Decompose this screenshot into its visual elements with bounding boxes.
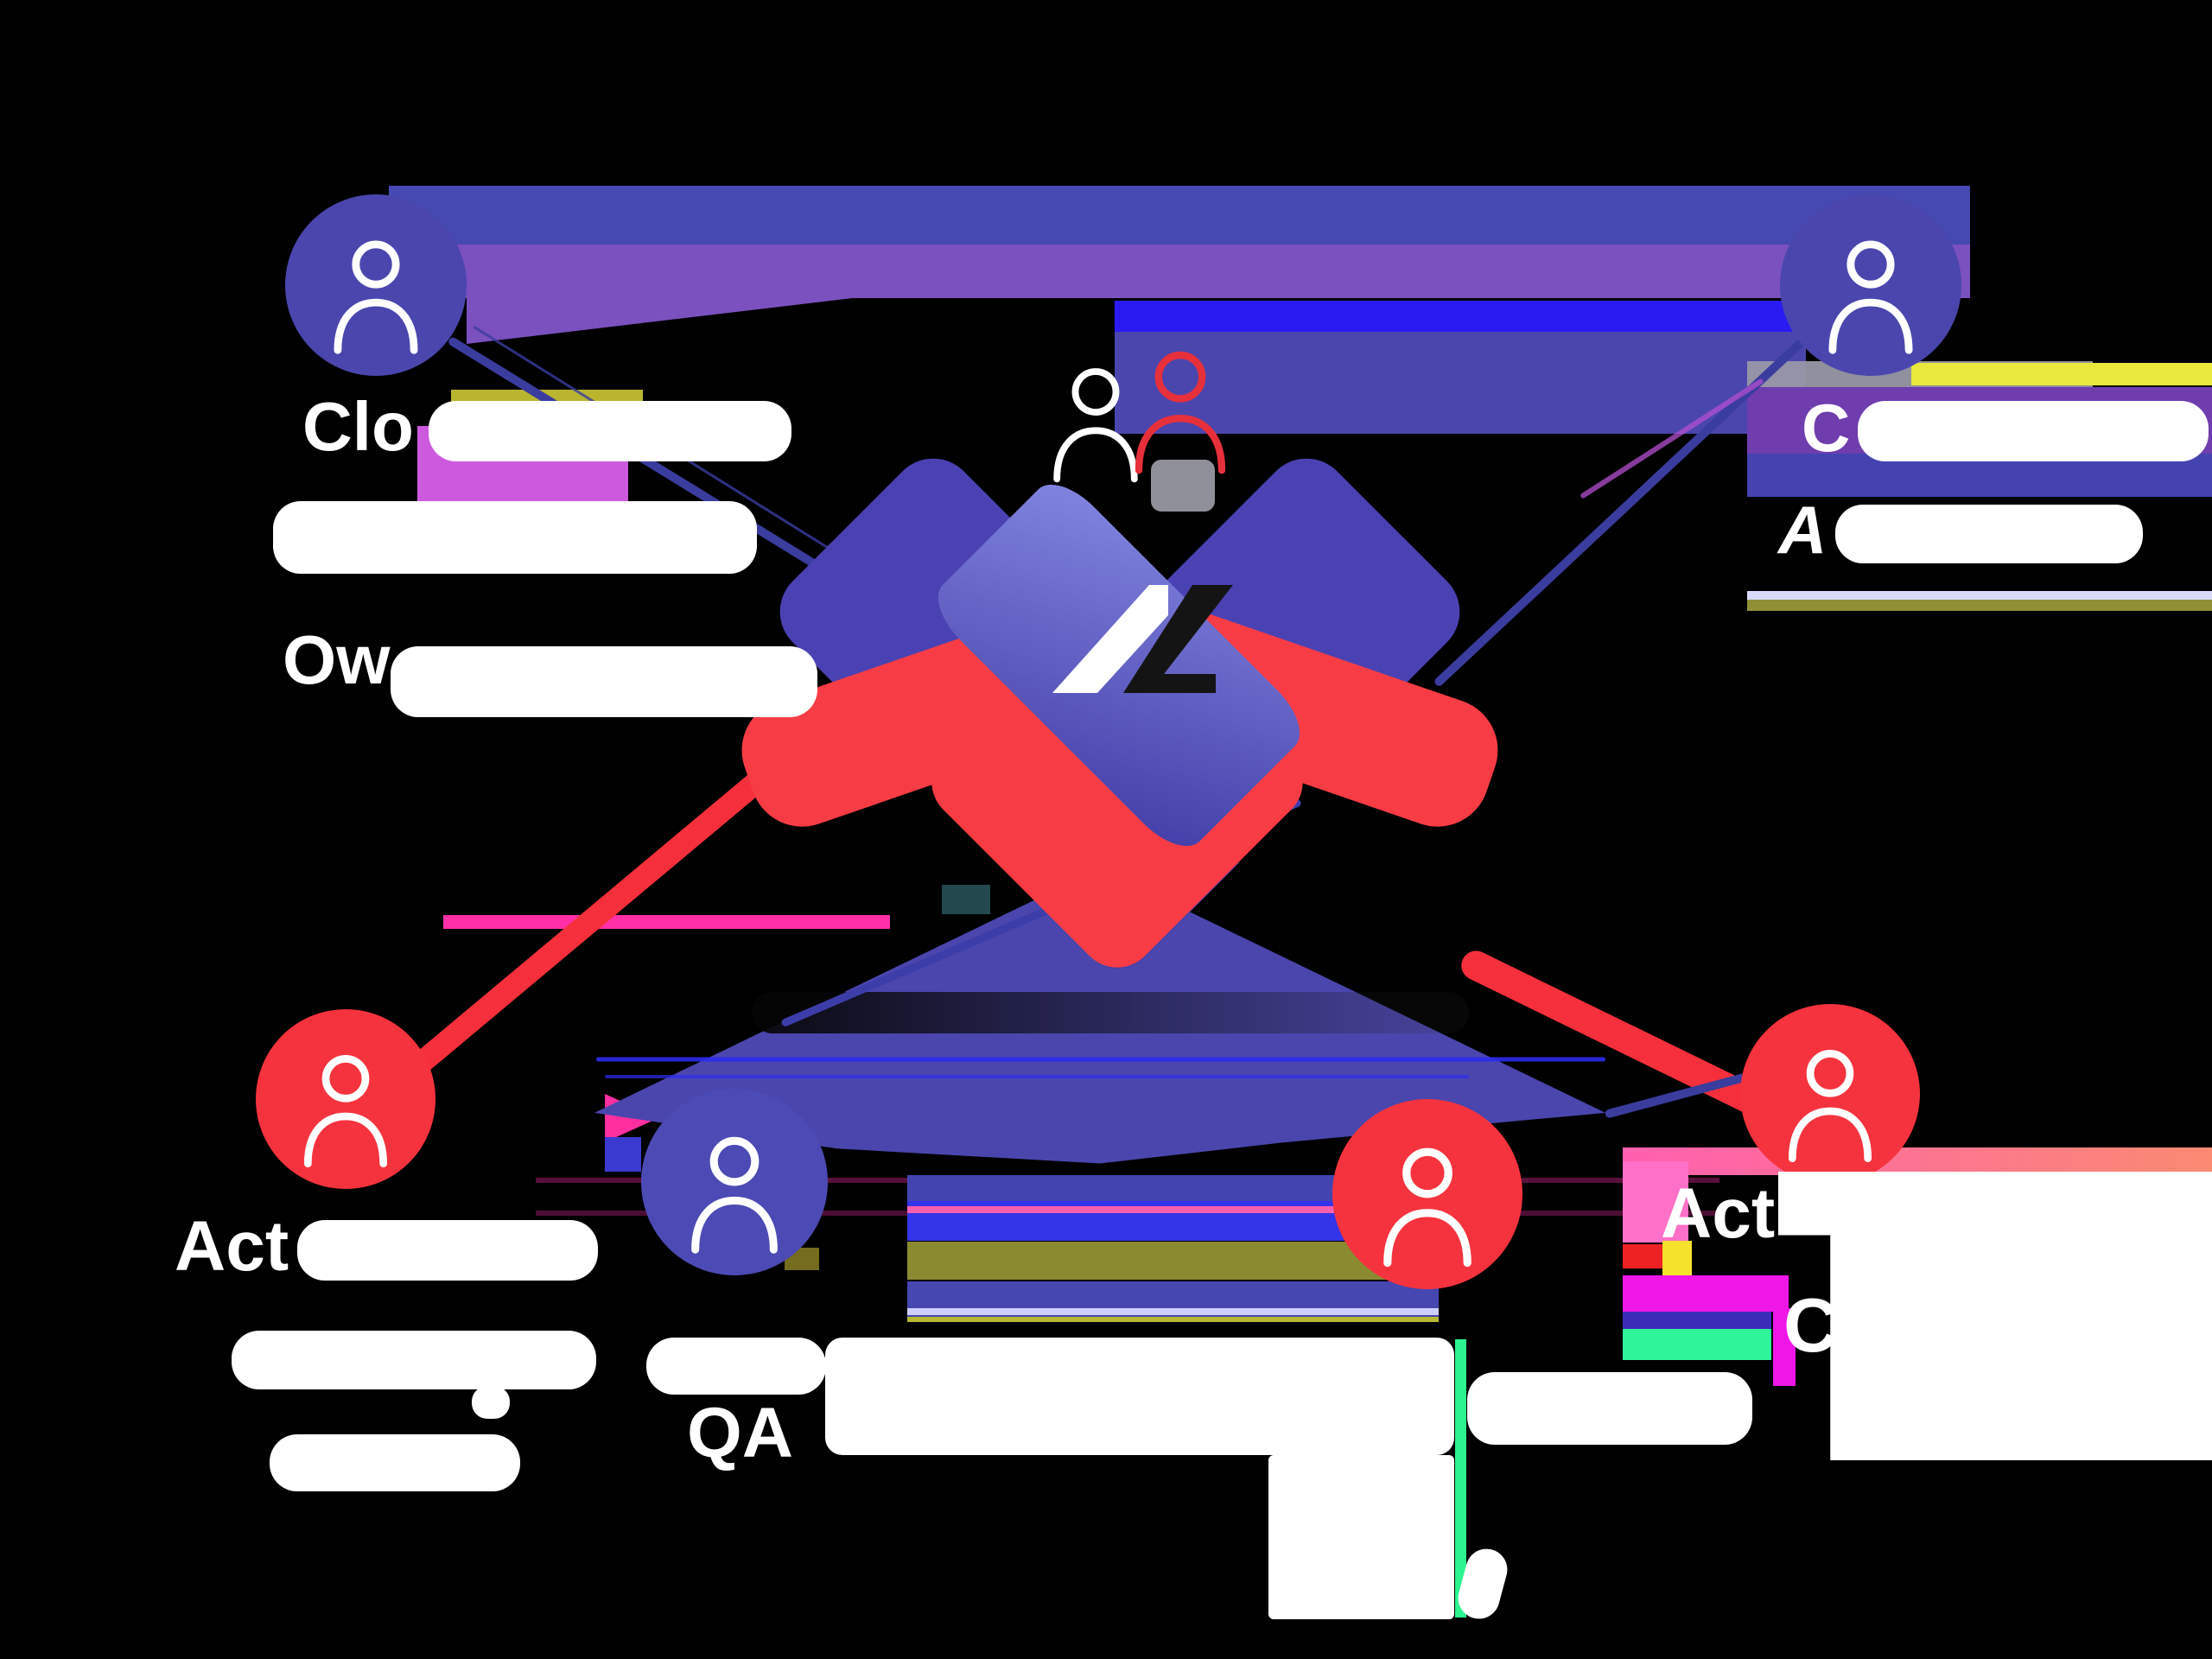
label-top-left-redaction-bar <box>391 646 817 717</box>
green-cursor <box>1455 1339 1466 1618</box>
label-mid-left-redaction-bar <box>232 1331 596 1389</box>
avatar-bottom-center <box>641 1089 828 1275</box>
pink-line-top <box>443 915 890 929</box>
band-bright-blue <box>1115 301 1866 332</box>
band-tr-lavender <box>1747 591 2212 600</box>
yellow-block-mr <box>1662 1241 1692 1277</box>
magenta-block-mr <box>1623 1275 1789 1312</box>
band-mid-yellow-line <box>907 1317 1439 1322</box>
person-icon <box>1828 240 1913 355</box>
person-icon <box>303 1055 388 1168</box>
gray-blob <box>1151 460 1215 512</box>
band-mid-lavender <box>907 1308 1439 1315</box>
label-bottom-center-redaction-bar <box>1268 1455 1454 1619</box>
red-person-icon <box>1135 351 1226 474</box>
label-top-left-text: Clo <box>302 388 414 465</box>
band-top-blue <box>389 186 1970 245</box>
person-icon <box>1788 1050 1872 1163</box>
person-icon <box>691 1136 778 1254</box>
avatar-top-left <box>285 194 467 376</box>
magenta-stripe-mr <box>1773 1308 1796 1386</box>
label-top-left-text: Ow <box>283 621 391 698</box>
band-indigo-right <box>1115 332 1806 434</box>
label-mid-right-redaction-bar <box>1778 1172 2212 1460</box>
red-person-icon <box>1128 334 1232 480</box>
label-mid-right-text: Act <box>1661 1174 1776 1253</box>
red-band-mr <box>1623 1244 1664 1268</box>
label-mid-left-redaction-bar <box>472 1386 510 1419</box>
glitch-streak-2 <box>605 1075 1469 1078</box>
label-bottom-center-text: QA <box>687 1394 793 1472</box>
label-mid-right-text: C <box>1783 1282 1839 1368</box>
label-mid-left-redaction-bar <box>270 1434 520 1491</box>
label-bottom-center-redaction-bar <box>646 1338 826 1395</box>
teal-patch <box>942 885 990 914</box>
white-person-icon <box>1047 342 1144 498</box>
glitch-streak-1 <box>596 1057 1605 1062</box>
glitch-dark-band <box>752 992 1469 1033</box>
avatar-mid-right <box>1740 1004 1920 1184</box>
band-tr-olive <box>1747 600 2212 611</box>
label-top-right-redaction-bar <box>1835 505 2143 563</box>
band-salmon <box>1623 1147 2212 1175</box>
avatar-mid-left <box>256 1009 435 1189</box>
pink-block-mr <box>1623 1161 1688 1243</box>
avatar-top-right <box>1780 194 1961 376</box>
label-top-left-redaction-bar <box>273 501 757 574</box>
label-bottom-center-right-redaction-bar <box>1467 1372 1752 1445</box>
band-mid-olive <box>907 1242 1434 1280</box>
green-block-mr <box>1623 1329 1771 1360</box>
indigo-band-mr <box>1623 1312 1771 1329</box>
label-mid-left-redaction-bar <box>297 1220 598 1281</box>
avatar-bottom-center-right <box>1332 1099 1522 1289</box>
label-top-left-redaction-bar <box>429 401 791 461</box>
label-mid-left-text: Act <box>175 1207 289 1286</box>
band-mid-pink-line <box>907 1206 1434 1213</box>
band-tr-yellow <box>1911 363 2212 385</box>
person-icon <box>334 240 418 355</box>
white-person-icon <box>1053 368 1138 483</box>
person-icon <box>1383 1147 1471 1267</box>
label-bottom-center-redaction-bar <box>825 1338 1454 1455</box>
label-top-right-text: A <box>1778 492 1827 568</box>
label-top-right-redaction-bar <box>1858 401 2209 461</box>
blue-block <box>605 1137 641 1172</box>
label-top-right-text: C <box>1802 390 1851 466</box>
